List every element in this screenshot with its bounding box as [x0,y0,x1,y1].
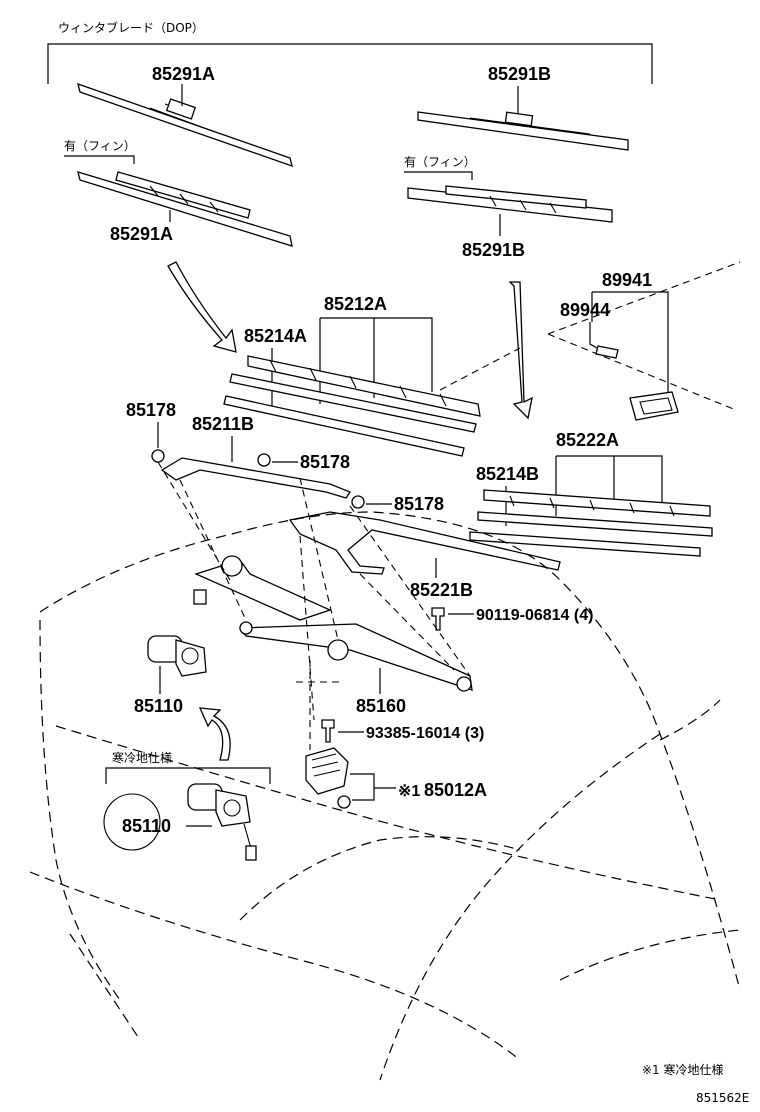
fin-label-left: 有（フィン） [64,139,136,153]
part-label-89941: 89941 [602,270,652,290]
part-label-85110-b: 85110 [122,816,171,836]
nut-85178-c [351,495,365,509]
clip-89944 [595,345,619,359]
wiper-arm-85221b [288,511,561,575]
footnote: ※1 寒冷地仕様 [642,1062,724,1077]
screw-93385 [321,719,335,743]
dop-title: ウィンタブレード（DOP） [58,20,204,35]
bolt-90119 [431,607,445,631]
blade-85212a [223,355,481,457]
part-label-85178-b: 85178 [300,452,350,472]
arrow-left-icon [167,261,237,353]
part-label-85212a: 85212A [324,294,387,314]
fin-label-right: 有（フィン） [404,155,476,169]
part-label-85178-a: 85178 [126,400,176,420]
blade-85291b-top [417,111,629,151]
car-body-outline [39,511,741,991]
part-label-85291a-fin: 85291A [110,224,173,244]
blade-85291a-fin [77,171,293,247]
part-label-85291b-fin: 85291B [462,240,525,260]
nozzle-89941 [629,391,679,421]
blade-85291a-top [77,82,293,168]
part-label-85222a: 85222A [556,430,619,450]
arrow-up-icon [198,707,231,761]
part-label-85160: 85160 [356,696,406,716]
part-label-85211b: 85211B [192,414,254,434]
wiper-link-85160 [193,555,473,692]
part-label-85291a-top: 85291A [152,64,215,84]
part-label-85012a: 85012A [424,780,487,800]
nut-85178-a [151,449,165,463]
part-label-85214a: 85214A [244,326,307,346]
part-label-90119: 90119-06814 (4) [476,607,593,624]
part-label-85110-a: 85110 [134,696,183,716]
nut-85178-b [257,453,271,467]
blade-85222a [469,489,713,557]
wiper-motor-85110-b [187,783,257,861]
ref-mark: ※1 [398,783,420,800]
part-label-93385: 93385-16014 (3) [366,725,484,742]
arrow-right-icon [508,281,533,420]
wiper-motor-85110-a [147,635,207,677]
part-label-85221b: 85221B [410,580,473,600]
part-label-85214b: 85214B [476,464,539,484]
part-label-89944: 89944 [560,300,610,320]
diagram-id: 851562E [696,1091,749,1105]
blade-85291b-fin [407,185,613,223]
part-label-85178-c: 85178 [394,494,444,514]
dop-bracket [47,43,653,84]
part-label-85291b-top: 85291B [488,64,551,84]
cold-spec-label: 寒冷地仕様 [112,750,172,765]
wiper-arm-85211b [160,457,351,499]
motor-cover [103,793,161,851]
relay-85012a [305,747,351,809]
